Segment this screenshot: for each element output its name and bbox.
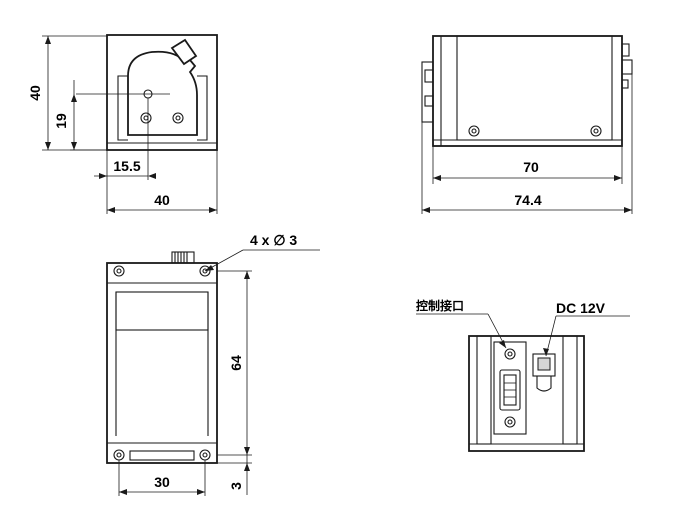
edge-offset-dimension: 3 [228,482,244,490]
front-width-dimension: 40 [154,192,170,208]
front-view: 40 19 15.5 40 [27,34,218,214]
dc-power-jack [532,353,556,377]
control-port-connector [493,341,527,435]
bottom-body-outline [106,262,218,464]
hole-spacing-dimension: 30 [154,474,170,490]
side-body-length-dimension: 70 [523,159,539,175]
control-port-label: 控制接口 [416,298,464,313]
pump-lever [170,38,198,66]
shaft-offset-dimension: 15.5 [113,158,140,174]
front-height-dimension: 40 [27,85,43,101]
side-body-outline [432,35,623,147]
mounting-holes-callout: 4 x ∅ 3 [250,232,297,248]
bottom-view: 4 x ∅ 3 64 3 30 [106,232,320,496]
shaft-height-dimension: 19 [53,113,69,129]
pump-head [127,50,198,136]
power-label: DC 12V [556,300,606,316]
side-total-length-dimension: 74.4 [514,192,541,208]
rear-view: 控制接口 DC 12V [416,298,630,452]
side-view: 70 74.4 [421,35,633,214]
bottom-length-dimension: 64 [228,355,244,371]
